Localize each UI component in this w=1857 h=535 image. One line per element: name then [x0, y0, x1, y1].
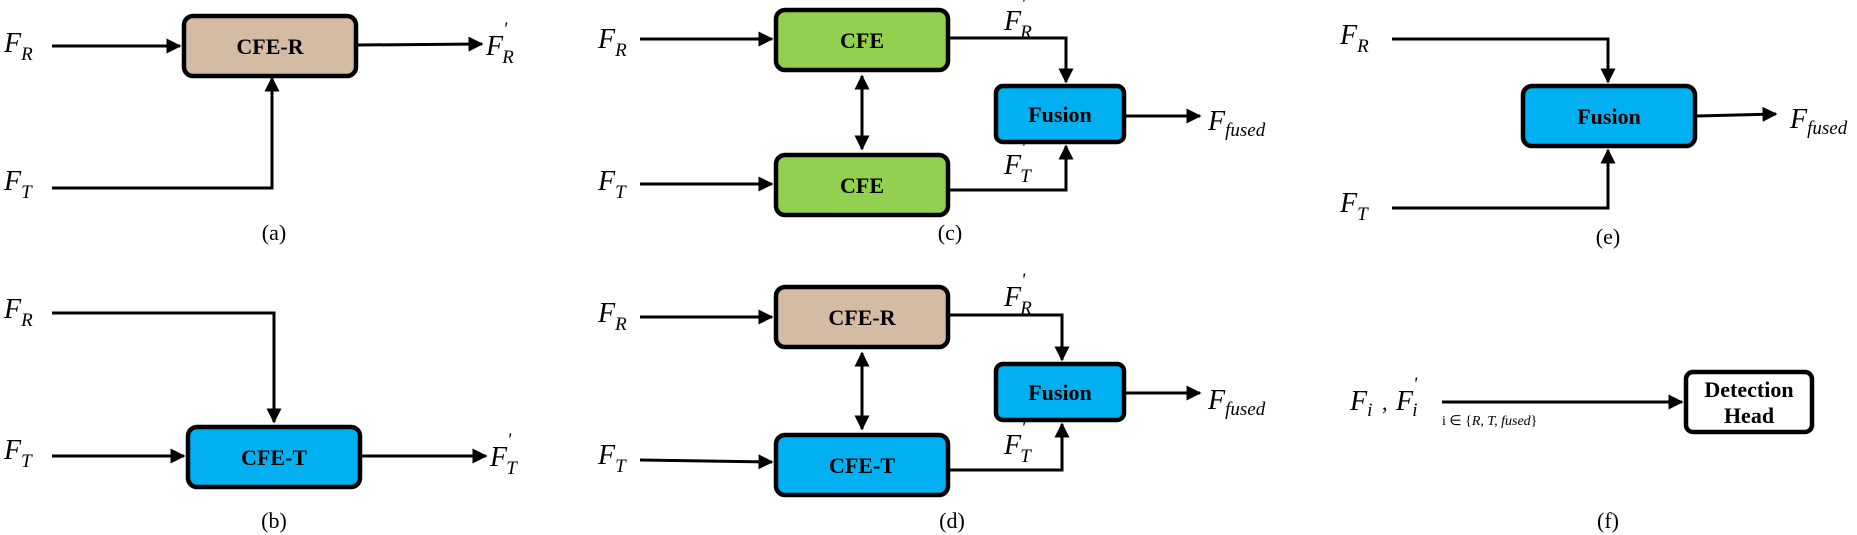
label-f-r: FR	[597, 24, 627, 61]
panel-d: FR FT CFE-R CFE-T F'R F'T Fusion Ffused …	[597, 270, 1266, 533]
cfe-t-block	[185, 424, 363, 490]
panel-e: FR FT Fusion Ffused (e)	[1339, 20, 1848, 249]
arrow-ft-to-fusion	[1392, 148, 1616, 210]
label-f-t-prime: F'T	[1003, 138, 1032, 187]
caption-a: (a)	[262, 220, 286, 245]
label-f-r: FR	[3, 294, 33, 331]
caption-c: (c)	[938, 220, 962, 245]
cfe-r-label: CFE-R	[236, 34, 304, 59]
cfe-t-label: CFE-T	[829, 453, 895, 478]
panel-a: FR FT CFE-R F'R (a)	[3, 13, 514, 245]
label-f-i: Fi	[1349, 386, 1372, 421]
detection-head-label-line1: Detection	[1704, 377, 1793, 402]
arrow-cfe-r-to-fusion	[950, 313, 1070, 362]
cfe-r-block	[773, 284, 951, 350]
panel-c: FR FT CFE CFE F'R F'T Fusion Ffused (c)	[597, 0, 1266, 245]
panel-f: Fi , F'i i ∈ {R, T, fused} Detection Hea…	[1349, 369, 1815, 533]
arrow-ft-to-cfe-r	[52, 76, 280, 190]
arrow-fusion-out	[1696, 106, 1778, 122]
arrow-cfe-t-to-fusion	[950, 422, 1070, 472]
caption-f: (f)	[1597, 508, 1619, 533]
index-set-note: i ∈ {R, T, fused}	[1442, 414, 1537, 429]
cfe-label-top: CFE	[840, 28, 884, 53]
fusion-label: Fusion	[1028, 102, 1092, 127]
label-f-r-prime: F'R	[1003, 0, 1032, 43]
label-f-fused: Ffused	[1789, 104, 1848, 139]
caption-e: (e)	[1596, 224, 1620, 249]
cfe-t-label: CFE-T	[241, 445, 307, 470]
label-f-t-prime: F'T	[1003, 418, 1032, 467]
arrow-ft-to-cfe-t	[639, 454, 774, 470]
label-f-t: FT	[1339, 188, 1369, 225]
arrow-cfe-r-out	[357, 36, 484, 52]
arrow-fr-to-cfe-t	[52, 311, 282, 424]
label-f-r: FR	[3, 28, 33, 65]
label-f-t: FT	[597, 440, 627, 477]
label-f-r-prime: F'R	[485, 19, 514, 68]
fusion-label: Fusion	[1028, 380, 1092, 405]
fusion-block	[993, 83, 1127, 145]
fusion-block	[1520, 83, 1698, 149]
cfe-label-bottom: CFE	[840, 173, 884, 198]
label-f-t: FT	[3, 435, 33, 472]
label-f-fused: Ffused	[1207, 106, 1266, 141]
label-f-t: FT	[597, 166, 627, 203]
cfe-block-bottom	[773, 152, 951, 218]
detection-head-label-line2: Head	[1724, 403, 1774, 428]
fusion-block	[993, 361, 1127, 423]
label-f-r-prime: F'R	[1003, 270, 1032, 319]
fusion-label: Fusion	[1577, 104, 1641, 129]
panel-b: FR FT CFE-T F'T (b)	[3, 294, 518, 533]
arrow-cfe-bottom-to-fusion	[950, 144, 1074, 192]
label-f-fused: Ffused	[1207, 385, 1266, 420]
label-f-i-prime: F'i	[1395, 374, 1418, 421]
caption-d: (d)	[939, 508, 965, 533]
arrow-cfe-top-to-fusion	[950, 36, 1074, 84]
cfe-block-top	[773, 7, 951, 73]
label-f-t-prime: F'T	[489, 430, 518, 479]
label-f-t: FT	[3, 166, 33, 203]
arrow-fr-to-fusion	[1392, 37, 1616, 84]
cfe-r-block	[181, 13, 359, 79]
detection-head-block	[1683, 369, 1815, 435]
cfe-t-block	[773, 432, 951, 498]
comma-separator: ,	[1382, 390, 1388, 415]
label-f-r: FR	[597, 298, 627, 335]
label-f-r: FR	[1339, 20, 1369, 57]
caption-b: (b)	[261, 508, 287, 533]
cfe-r-label: CFE-R	[828, 305, 896, 330]
